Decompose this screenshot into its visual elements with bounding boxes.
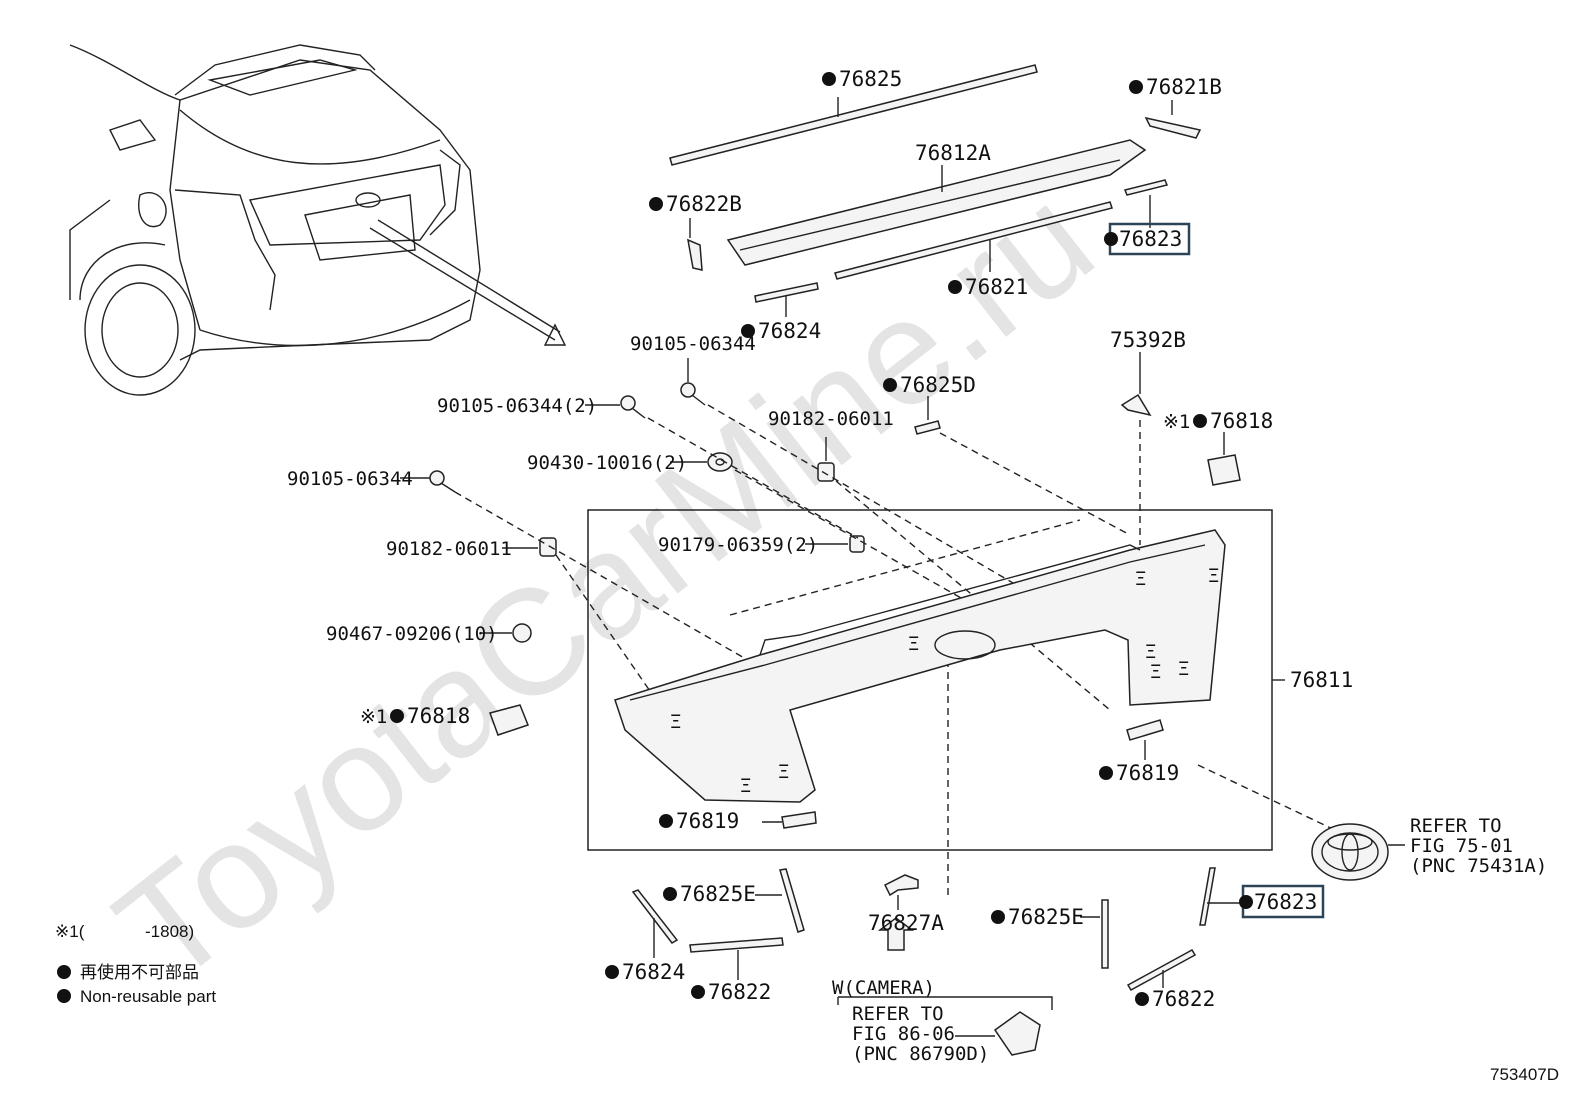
- strip-76822-left: [689, 937, 784, 953]
- bullet-icon: [57, 989, 71, 1003]
- label-9043010016: 90430-10016(2): [527, 452, 687, 474]
- label-76821B: 76821B: [1146, 75, 1222, 99]
- legend-bullet-jp: 再使用不可部品: [80, 962, 199, 982]
- strip-76824-top: [754, 282, 819, 303]
- nut-9018206011-left: [539, 537, 557, 557]
- legend: ※1( -1808) 再使用不可部品 Non-reusable part: [55, 922, 216, 1006]
- legend-footnote-value: -1808): [145, 922, 194, 941]
- strip-76821: [834, 201, 1113, 280]
- ref-fig75-line3: (PNC 75431A): [1410, 855, 1547, 877]
- diagram-id: 753407D: [1490, 1065, 1559, 1084]
- ref-fig75-line1: REFER TO: [1410, 815, 1502, 837]
- label-76825E-left: 76825E: [680, 882, 756, 906]
- ref-fig86-line2: FIG 86-06: [852, 1023, 955, 1045]
- ref-fig86-line3: (PNC 86790D): [852, 1043, 989, 1065]
- callout-labels: 76825 76821B 76812A 76822B 76823 76821 7…: [287, 67, 1559, 1084]
- camera-icon: [993, 1011, 1041, 1056]
- ref-fig86-line1: REFER TO: [852, 1003, 944, 1025]
- clip-9046709206: [512, 623, 532, 643]
- molding-76825: [669, 64, 1038, 166]
- nut-9018206011-center: [817, 462, 835, 482]
- label-76824-top: 76824: [758, 319, 821, 343]
- pad-76818-left: [489, 704, 529, 736]
- svg-text:Ξ: Ξ: [1150, 661, 1161, 683]
- label-76827A: 76827A: [868, 911, 944, 935]
- label-76823-top: 76823: [1119, 227, 1182, 251]
- clip-76821B: [1144, 116, 1202, 139]
- bracket-75392B: [1120, 393, 1152, 417]
- label-9018206011-left: 90182-06011: [386, 538, 512, 560]
- label-76825E-right: 76825E: [1008, 905, 1084, 929]
- footnote-mark-left: ※1: [360, 706, 387, 728]
- legend-footnote-label: ※1(: [55, 922, 85, 941]
- pad-76819-right: [1126, 719, 1164, 741]
- label-9010506344-top: 90105-06344: [630, 333, 756, 355]
- label-76821: 76821: [965, 275, 1028, 299]
- label-76818-left: 76818: [407, 704, 470, 728]
- pad-76819-left: [781, 811, 817, 829]
- strip-76823-bottom: [1199, 867, 1216, 926]
- strip-76825E-right: [1101, 899, 1109, 969]
- label-76822-right: 76822: [1152, 987, 1215, 1011]
- strip-76822-right: [1126, 948, 1197, 992]
- strip-76823-top: [1123, 179, 1169, 196]
- legend-bullet-en: Non-reusable part: [80, 987, 216, 1006]
- svg-text:Ξ: Ξ: [1178, 658, 1189, 680]
- label-9010506344-left: 90105-06344: [287, 468, 413, 490]
- svg-text:Ξ: Ξ: [778, 761, 789, 783]
- fasteners: [400, 352, 1241, 736]
- label-76819-left: 76819: [676, 809, 739, 833]
- label-76825D: 76825D: [900, 373, 976, 397]
- camera-header: W(CAMERA): [832, 977, 935, 999]
- spoiler-76812A: [726, 139, 1147, 266]
- nut-9017906359: [849, 535, 865, 553]
- vehicle-rear-illustration: [69, 44, 567, 396]
- label-76819-right: 76819: [1116, 761, 1179, 785]
- strip-76824-bottom: [631, 889, 679, 944]
- toyota-emblem-icon: [1311, 823, 1405, 881]
- svg-text:Ξ: Ξ: [670, 711, 681, 733]
- label-76825-top: 76825: [839, 67, 902, 91]
- garnish-76811: Ξ Ξ Ξ Ξ Ξ Ξ Ξ Ξ Ξ: [614, 529, 1226, 803]
- label-76823-bottom: 76823: [1254, 890, 1317, 914]
- label-9010506344x2: 90105-06344(2): [437, 395, 597, 417]
- label-9018206011-center: 90182-06011: [768, 408, 894, 430]
- label-75392B: 75392B: [1110, 328, 1186, 352]
- label-9046709206: 90467-09206(10): [326, 623, 498, 645]
- label-76822B: 76822B: [666, 192, 742, 216]
- pad-76825D: [914, 420, 941, 435]
- label-9017906359: 90179-06359(2): [658, 534, 818, 556]
- lower-moldings: [631, 867, 1240, 1056]
- bolt-9010506344-top: [680, 382, 696, 398]
- footnote-mark-right: ※1: [1163, 411, 1190, 433]
- ref-fig75-line2: FIG 75-01: [1410, 835, 1513, 857]
- pad-76818-right: [1207, 454, 1241, 486]
- strip-76825E-left: [779, 868, 805, 933]
- bullet-icon: [57, 965, 71, 979]
- svg-text:Ξ: Ξ: [1135, 568, 1146, 590]
- washer-9043010016: [707, 452, 733, 472]
- clip-76822B: [687, 238, 703, 271]
- camera-bracket-76827A: [883, 874, 919, 897]
- label-76811: 76811: [1290, 668, 1353, 692]
- svg-text:Ξ: Ξ: [1208, 565, 1219, 587]
- bolt-9010506344x2: [620, 395, 636, 411]
- svg-text:Ξ: Ξ: [740, 775, 751, 797]
- label-76822-left: 76822: [708, 980, 771, 1004]
- svg-text:Ξ: Ξ: [1145, 641, 1156, 663]
- svg-text:Ξ: Ξ: [908, 633, 919, 655]
- upper-moldings: [669, 64, 1202, 317]
- label-76818-right: 76818: [1210, 409, 1273, 433]
- label-76824-bottom: 76824: [622, 960, 685, 984]
- label-76812A: 76812A: [915, 141, 991, 165]
